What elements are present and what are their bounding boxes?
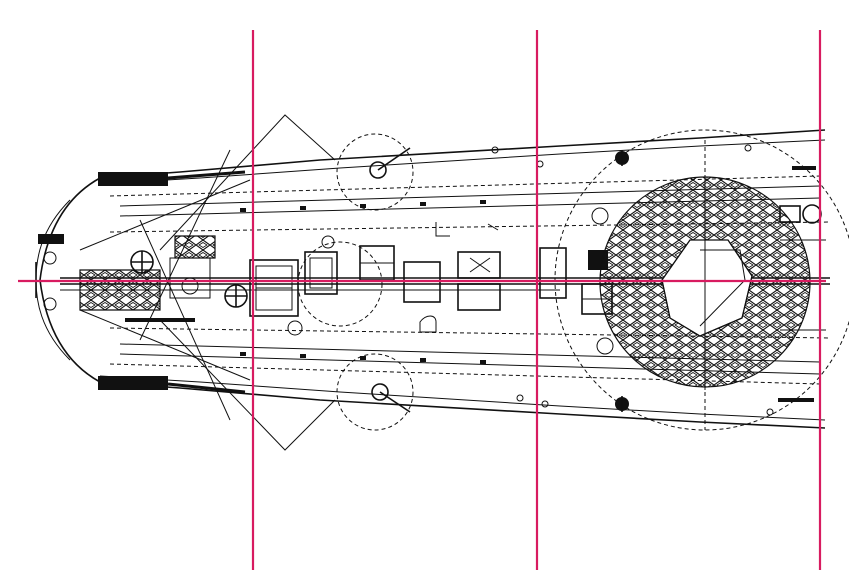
stern-fittings <box>778 166 826 402</box>
capstans <box>297 133 414 431</box>
bow-structures <box>79 114 336 451</box>
deck-rails <box>98 170 246 394</box>
guide-lines <box>18 30 826 570</box>
deck-fittings <box>43 144 774 416</box>
